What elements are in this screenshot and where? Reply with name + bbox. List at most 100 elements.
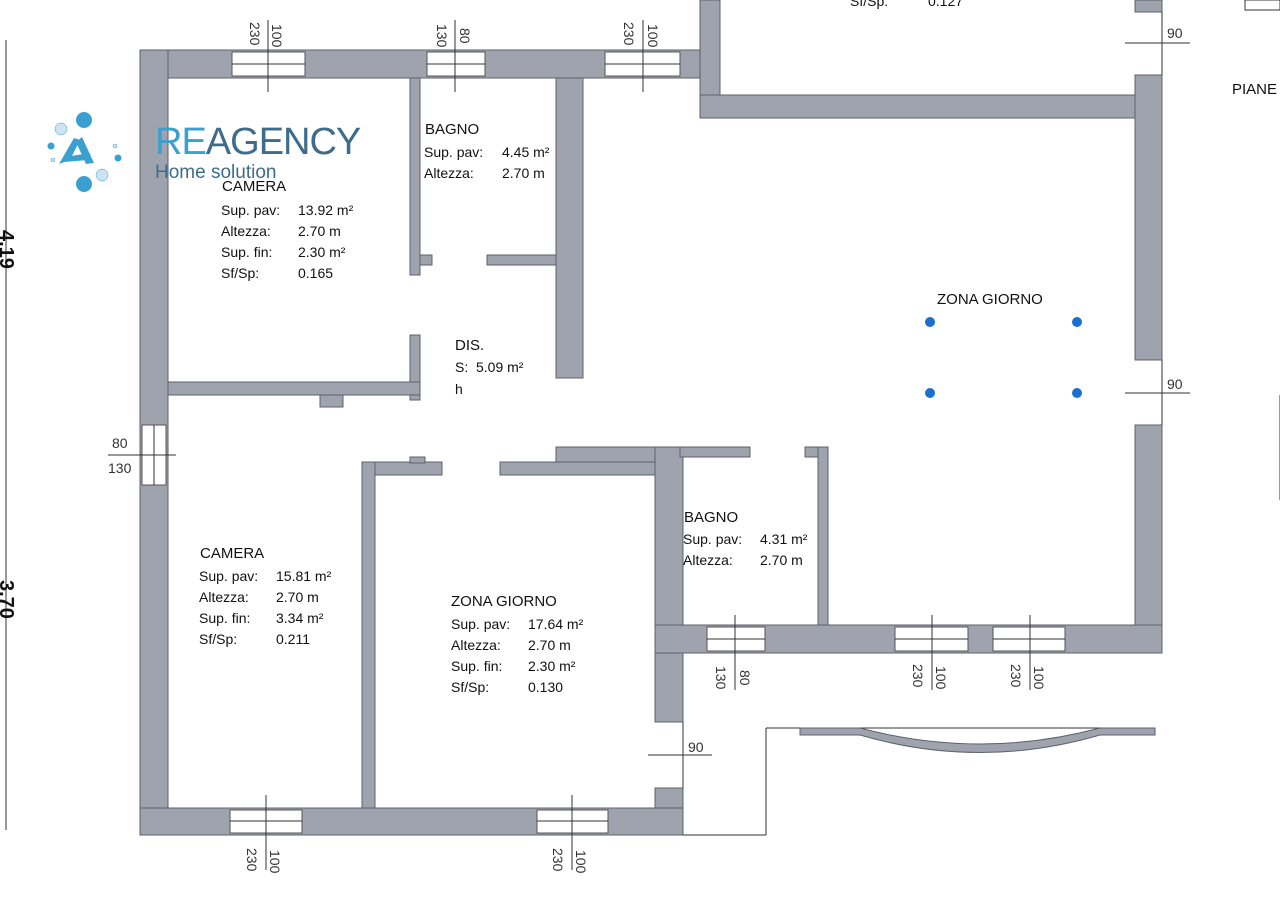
window_dims-w_bot1-1: 100 [267, 850, 283, 874]
path [59, 137, 94, 164]
room-zona-giorno-2: ZONA GIORNO Sup. pav:17.64 m² Altezza:2.… [451, 593, 584, 695]
side-label: PIANE [1232, 81, 1277, 98]
rooms-bagno2-name: BAGNO [684, 509, 738, 526]
circle [76, 176, 92, 192]
rooms-bagno2-rows-0-1: 4.31 m² [760, 531, 808, 547]
rooms-zona2-rows-1-1: 2.70 m [528, 637, 571, 653]
circle [114, 154, 122, 162]
dim-label-4-19: 4.19 [0, 230, 17, 269]
rooms-camera2-rows-0-0: Sup. pav: [199, 568, 258, 584]
rect [654, 446, 684, 723]
rooms-zona2-rows-2-1: 2.30 m² [528, 658, 576, 674]
window_dims-w_bot2-0: 230 [550, 848, 566, 872]
rect [409, 334, 421, 401]
dimension-lines [108, 0, 1280, 870]
rooms-camera2-rows-2-1: 3.34 m² [276, 610, 324, 626]
rect [361, 461, 376, 809]
rooms-camera2-rows-2-0: Sup. fin: [199, 610, 250, 626]
rect [1134, 424, 1163, 654]
window_dims-w_bot1-0: 230 [244, 848, 260, 872]
window-dimension-labels: 230 100 130 80 230 100 80 130 230 100 23… [108, 22, 1183, 874]
partial-value: 0.127 [928, 0, 963, 9]
window_dims-w_left-0: 80 [112, 435, 128, 451]
rooms-zona2-rows-0-1: 17.64 m² [528, 616, 584, 632]
rect [699, 94, 1161, 119]
marker-dot [925, 317, 935, 327]
rooms-camera1-rows-0-0: Sup. pav: [221, 202, 280, 218]
rect [817, 446, 829, 626]
rect [499, 461, 681, 476]
window_dims-w_r2-1: 100 [1031, 666, 1047, 690]
rect [167, 381, 421, 396]
window_dims-w_bot2-1: 100 [573, 850, 589, 874]
rooms-zona2-rows-3-1: 0.130 [528, 679, 563, 695]
rect [419, 254, 433, 266]
rect [679, 446, 751, 458]
rooms-camera1-rows-3-1: 0.165 [298, 265, 333, 281]
circle [50, 157, 56, 163]
window_dims-w_r1-1: 100 [933, 666, 949, 690]
rect [319, 394, 344, 408]
dim-label-3-70: 3.70 [0, 580, 17, 619]
rooms-camera2-rows-1-1: 2.70 m [276, 589, 319, 605]
rooms-camera2-rows-3-1: 0.211 [276, 631, 310, 647]
window_dims-w_top2-0: 130 [434, 24, 450, 48]
text: REAGENCY [155, 121, 361, 163]
window_dims-w_top1-0: 230 [247, 22, 263, 46]
rooms-camera1-rows-2-0: Sup. fin: [221, 244, 272, 260]
rooms-zona2-rows-0-0: Sup. pav: [451, 616, 510, 632]
reagency-logo: REAGENCY Home solution [47, 112, 362, 192]
window_dims-d3: 90 [688, 739, 704, 755]
rect [409, 77, 421, 276]
window_dims-w_r1-0: 230 [910, 664, 926, 688]
marker-dot [1072, 317, 1082, 327]
window_dims-w_top2-1: 80 [457, 28, 473, 44]
logo-brand_a: RE [155, 121, 206, 163]
marker-dot [1072, 388, 1082, 398]
marker-dot [925, 388, 935, 398]
rect [409, 456, 426, 464]
rect [486, 254, 557, 266]
window_dims-w_r2-0: 230 [1008, 664, 1024, 688]
rect [555, 77, 584, 379]
rooms-camera1-rows-0-1: 13.92 m² [298, 202, 354, 218]
rooms-camera1-rows-2-1: 2.30 m² [298, 244, 346, 260]
rooms-bagno2-rows-1-0: Altezza: [683, 552, 733, 568]
partial-label: Sf/Sp: [850, 0, 888, 9]
room-camera-2: CAMERA Sup. pav:15.81 m² Altezza:2.70 m … [199, 545, 332, 647]
rooms-camera2-name: CAMERA [200, 545, 264, 562]
rooms-dis-name: DIS. [455, 337, 484, 354]
window_dims-w_b2-1: 80 [737, 670, 753, 686]
windows [141, 51, 1066, 834]
rooms-bagno2-rows-0-0: Sup. pav: [683, 531, 742, 547]
circle [47, 142, 55, 150]
rooms-camera1-rows-3-0: Sf/Sp: [221, 265, 259, 281]
rooms-bagno1-rows-0-1: 4.45 m² [502, 144, 550, 160]
room-camera-1: CAMERA Sup. pav:13.92 m² Altezza:2.70 m … [221, 178, 354, 281]
logo-icon [47, 112, 122, 192]
room-zona-giorno-1: ZONA GIORNO [925, 291, 1082, 398]
rooms-camera1-name: CAMERA [222, 178, 286, 195]
rooms-camera2-rows-1-0: Altezza: [199, 589, 249, 605]
rect [1134, 0, 1163, 13]
rooms-zona2-rows-1-0: Altezza: [451, 637, 501, 653]
room-bagno-2: BAGNO Sup. pav:4.31 m² Altezza:2.70 m [683, 509, 808, 568]
room-disimpegno: DIS. S:5.09 m² h [455, 337, 524, 397]
circle [54, 122, 68, 136]
rooms-bagno1-rows-0-0: Sup. pav: [424, 144, 483, 160]
window_dims-w_top3-1: 100 [645, 24, 661, 48]
rooms-bagno1-name: BAGNO [425, 121, 479, 138]
rooms-zona2-rows-2-0: Sup. fin: [451, 658, 502, 674]
rooms-dis-rows-1-0: h [455, 381, 463, 397]
logo-tagline: Home solution [155, 162, 276, 183]
window_dims-d2: 90 [1167, 376, 1183, 392]
window_dims-w_top3-0: 230 [621, 22, 637, 46]
rooms-bagno1-rows-1-0: Altezza: [424, 165, 474, 181]
rect [1134, 74, 1163, 361]
rooms-camera2-rows-3-0: Sf/Sp: [199, 631, 237, 647]
window_dims-w_top1-1: 100 [269, 24, 285, 48]
rooms-camera2-rows-0-1: 15.81 m² [276, 568, 332, 584]
circle [95, 168, 109, 182]
rooms-zona1-name: ZONA GIORNO [937, 291, 1043, 308]
